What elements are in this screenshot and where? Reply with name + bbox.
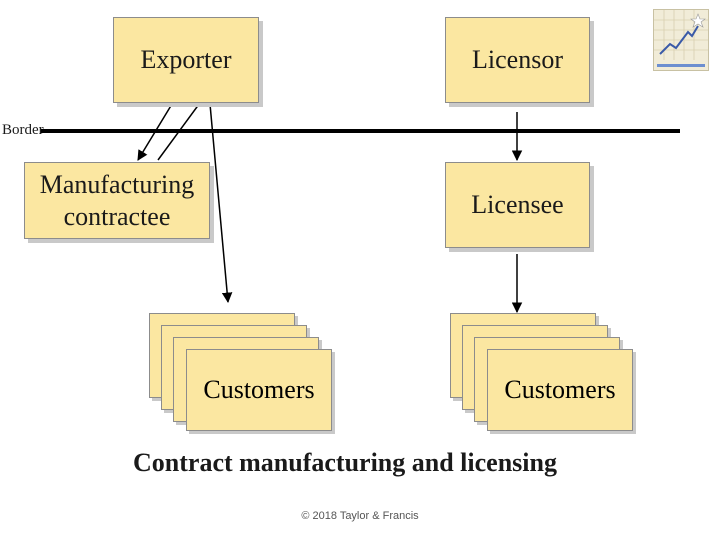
exporter-label: Exporter: [140, 45, 232, 75]
customers-card-front: Customers: [186, 349, 332, 431]
arrow-exporter-to-manufacturing: [137, 103, 173, 161]
copyright-notice: © 2018 Taylor & Francis: [301, 510, 419, 522]
manufacturing-label-line1: Manufacturing: [39, 170, 195, 200]
licensee-box: Licensee: [445, 162, 590, 248]
arrow-manufacturing-to-exporter: [157, 95, 206, 161]
logo-icon: [653, 9, 709, 71]
border-label: Border: [2, 122, 44, 138]
manufacturing-contractee-box: Manufacturing contractee: [24, 162, 210, 239]
licensor-label: Licensor: [472, 45, 563, 75]
manufacturing-label-line2: contractee: [63, 201, 171, 231]
customers-right-label: Customers: [504, 375, 616, 404]
licensee-label: Licensee: [471, 190, 564, 220]
customers-left-label: Customers: [203, 375, 315, 404]
licensor-box: Licensor: [445, 17, 590, 103]
diagram-caption: Contract manufacturing and licensing: [133, 448, 557, 477]
exporter-box: Exporter: [113, 17, 259, 103]
customers-card-front: Customers: [487, 349, 633, 431]
arrow-exporter-to-customers: [209, 103, 233, 304]
